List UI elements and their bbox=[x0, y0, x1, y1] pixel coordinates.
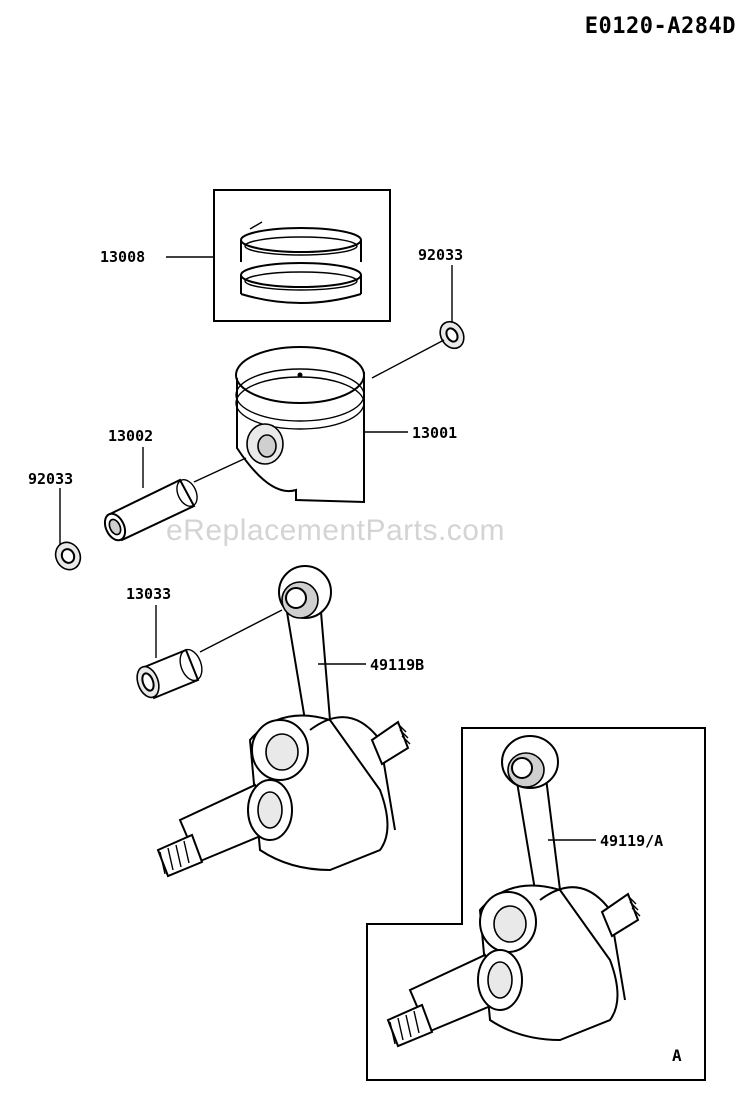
piston-pin-part bbox=[103, 478, 198, 542]
callout-92033-left[interactable]: 92033 bbox=[28, 470, 74, 488]
callout-13002[interactable]: 13002 bbox=[108, 427, 154, 445]
inset-label: A bbox=[672, 1046, 682, 1065]
circlip-right-part bbox=[439, 320, 465, 350]
callout-49119B[interactable]: 49119B bbox=[370, 656, 425, 674]
diagram-code: E0120-A284D bbox=[584, 14, 736, 39]
piston-part bbox=[235, 346, 365, 504]
inset-frame bbox=[366, 727, 706, 1081]
crankshaft-alt-part bbox=[386, 735, 641, 1048]
callout-92033-right[interactable]: 92033 bbox=[418, 246, 464, 264]
circlip-left-part bbox=[54, 541, 82, 571]
leader-piston-to-circlip bbox=[371, 339, 445, 379]
leader-bearing-to-rod bbox=[199, 609, 283, 653]
callout-13008[interactable]: 13008 bbox=[100, 248, 146, 266]
callout-13033[interactable]: 13033 bbox=[126, 585, 172, 603]
piston-ring-set-part bbox=[213, 189, 391, 322]
crankshaft-main-part bbox=[156, 565, 411, 878]
callout-49119A[interactable]: 49119/A bbox=[600, 832, 664, 850]
leader-lines bbox=[59, 256, 596, 841]
needle-bearing-part bbox=[136, 648, 203, 700]
watermark-text: eReplacementParts.com bbox=[166, 514, 505, 547]
callout-13001[interactable]: 13001 bbox=[412, 424, 458, 442]
leader-pin-to-piston bbox=[193, 457, 247, 483]
